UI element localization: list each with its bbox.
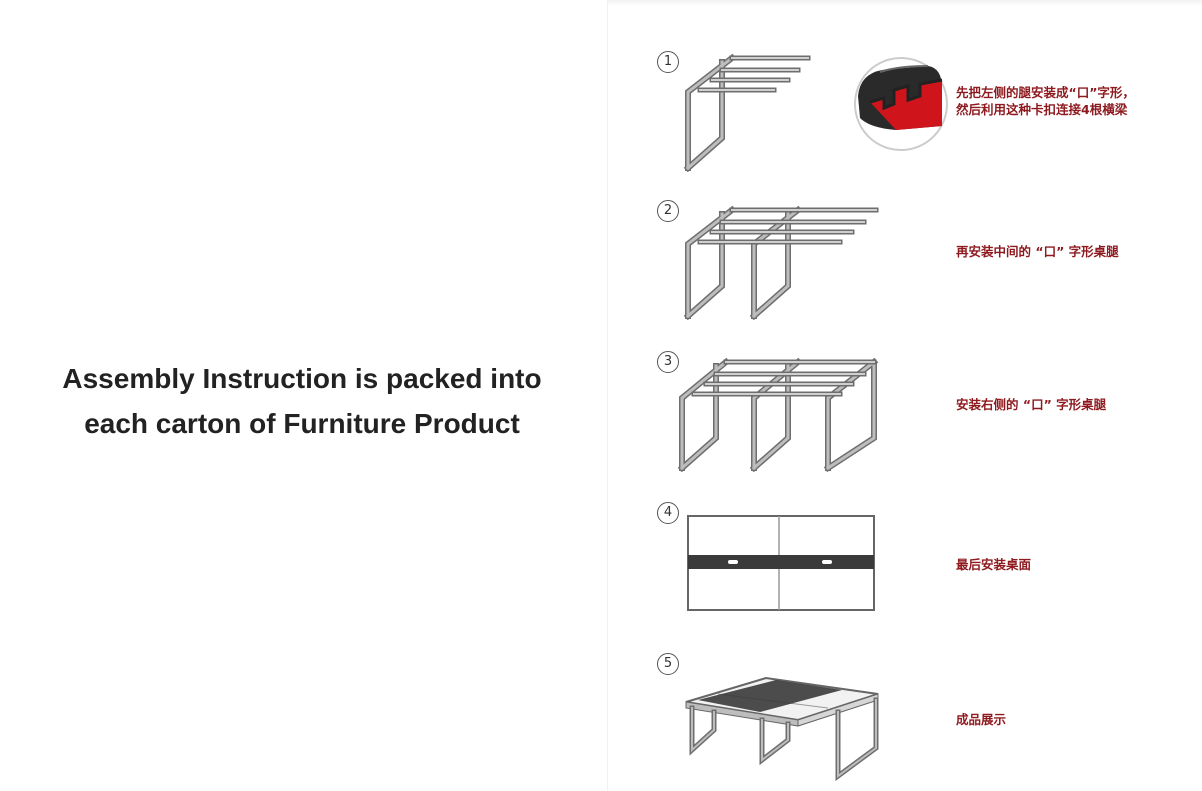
caption-line-2: each carton of Furniture Product	[84, 408, 520, 439]
step-2-label: 再安装中间的 “口” 字形桌腿	[956, 244, 1119, 259]
step-1-frame-illustration	[683, 53, 811, 173]
step-3-label: 安装右侧的 “口” 字形桌腿	[956, 397, 1107, 412]
step-2-frame-illustration	[683, 205, 879, 321]
assembly-illustrations	[677, 53, 948, 781]
caption-line-1: Assembly Instruction is packed into	[62, 363, 542, 394]
step-5-number: 5	[657, 653, 679, 675]
instruction-caption: Assembly Instruction is packed into each…	[0, 356, 604, 446]
assembly-diagram-panel: 1 2 3 4 5 先把左侧的腿安装成“口”字形， 然后利用这种卡扣连接4根横梁…	[607, 0, 1202, 791]
step-2-number: 2	[657, 200, 679, 222]
step-3-number: 3	[657, 351, 679, 373]
step-4-label: 最后安装桌面	[956, 557, 1032, 572]
step-5-finished-desk	[685, 676, 879, 781]
clip-detail-zoom	[854, 57, 948, 151]
step-4-desktop-topview	[687, 515, 875, 611]
panel-top-shadow	[608, 0, 1202, 6]
step-5-label: 成品展示	[956, 712, 1007, 727]
step-1-label-line-1: 先把左侧的腿安装成“口”字形，	[956, 85, 1135, 100]
step-1-label: 先把左侧的腿安装成“口”字形， 然后利用这种卡扣连接4根横梁	[956, 84, 1196, 118]
step-1-label-line-2: 然后利用这种卡扣连接4根横梁	[956, 102, 1128, 117]
step-4-number: 4	[657, 502, 679, 524]
step-3-frame-illustration	[677, 357, 879, 473]
step-1-number: 1	[657, 51, 679, 73]
